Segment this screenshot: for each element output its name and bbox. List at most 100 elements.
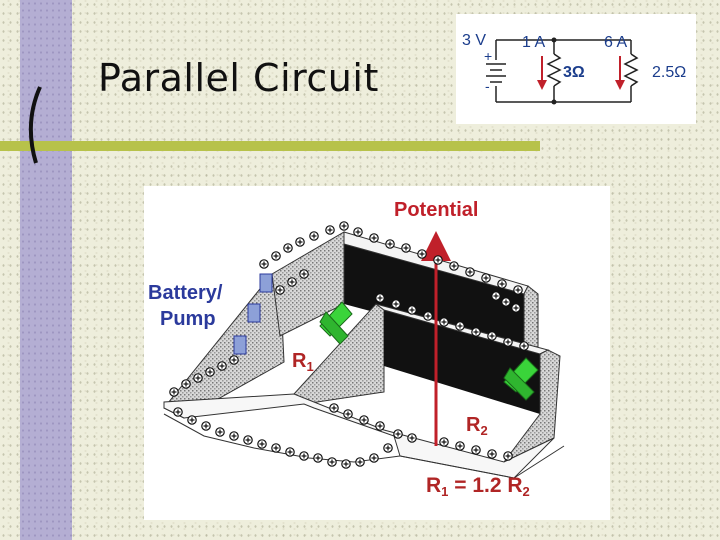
r2-letter: R <box>466 414 481 436</box>
r1-subscript: 1 <box>306 359 314 374</box>
charge-marker <box>417 249 427 259</box>
charge-marker <box>201 421 211 431</box>
charge-marker <box>229 355 239 365</box>
charge-marker <box>243 435 253 445</box>
charge-marker <box>433 255 443 265</box>
r2-propeller <box>503 357 539 401</box>
charge-marker <box>181 379 191 389</box>
r1-label: R1 <box>292 350 314 374</box>
charge-marker <box>271 443 281 453</box>
charge-marker <box>471 445 481 455</box>
eq-r1-letter: R <box>426 474 442 497</box>
potential-label: Potential <box>394 199 479 221</box>
r2-label: R2 <box>466 414 488 438</box>
charge-marker <box>369 453 379 463</box>
charge-marker <box>169 387 179 397</box>
charge-marker <box>491 291 501 301</box>
battery-cell <box>259 273 273 293</box>
charge-marker <box>285 447 295 457</box>
charge-marker <box>309 231 319 241</box>
charge-marker <box>257 439 267 449</box>
branch-1-current-label: 1 A <box>522 34 546 51</box>
charge-marker <box>275 285 285 295</box>
charge-marker <box>375 421 385 431</box>
charge-marker <box>503 451 513 461</box>
charge-marker <box>455 441 465 451</box>
charge-marker <box>385 239 395 249</box>
charge-marker <box>369 233 379 243</box>
r1-letter: R <box>292 350 307 372</box>
circuit-schematic: 3 V + - 1 A 3Ω 6 A 2.5Ω <box>456 14 696 124</box>
charge-marker <box>359 415 369 425</box>
charge-marker <box>295 237 305 247</box>
charge-marker <box>299 451 309 461</box>
charge-marker <box>487 449 497 459</box>
charge-marker <box>439 317 449 327</box>
source-voltage-label: 3 V <box>462 32 487 49</box>
parallel-circuit-illustration: Potential Battery/ Pump R1 R2 R1 = 1.2 R… <box>144 186 610 520</box>
charge-marker <box>407 433 417 443</box>
charge-marker <box>383 443 393 453</box>
charge-marker <box>481 273 491 283</box>
resistor-2-label: 2.5Ω <box>652 64 687 81</box>
charge-marker <box>329 403 339 413</box>
sidebar-decoration <box>20 0 72 540</box>
charge-marker <box>519 341 529 351</box>
eq-r2-subscript: 2 <box>522 484 530 499</box>
charge-marker <box>487 331 497 341</box>
circuit-3d-drawing <box>163 231 565 479</box>
charge-markers <box>169 221 529 469</box>
charge-marker <box>407 305 417 315</box>
charge-marker <box>299 269 309 279</box>
charge-marker <box>327 457 337 467</box>
resistor-1-label: 3Ω <box>563 64 585 81</box>
r2-subscript: 2 <box>480 423 488 438</box>
charge-marker <box>287 277 297 287</box>
r1-propeller <box>319 301 353 345</box>
charge-marker <box>339 221 349 231</box>
title-rule <box>0 141 540 151</box>
charge-marker <box>455 321 465 331</box>
charge-marker <box>511 303 521 313</box>
charge-marker <box>187 415 197 425</box>
charge-marker <box>391 299 401 309</box>
battery-cell <box>233 335 247 355</box>
charge-marker <box>173 407 183 417</box>
charge-marker <box>353 227 363 237</box>
charge-marker <box>313 453 323 463</box>
charge-marker <box>375 293 385 303</box>
charge-marker <box>423 311 433 321</box>
charge-marker <box>393 429 403 439</box>
minus-sign: - <box>485 78 490 94</box>
charge-marker <box>325 225 335 235</box>
charge-marker <box>401 243 411 253</box>
battery-pump-label: Battery/ Pump <box>148 280 222 332</box>
plus-sign: + <box>484 48 493 64</box>
bracket-ornament <box>28 86 42 164</box>
charge-marker <box>471 327 481 337</box>
charge-marker <box>465 267 475 277</box>
slide-title: Parallel Circuit <box>98 56 379 100</box>
charge-marker <box>271 251 281 261</box>
branch-2-current-label: 6 A <box>604 34 628 51</box>
charge-marker <box>217 361 227 371</box>
battery-label-line1: Battery/ <box>148 282 223 304</box>
charge-marker <box>449 261 459 271</box>
charge-marker <box>193 373 203 383</box>
eq-r1-subscript: 1 <box>441 484 449 499</box>
resistance-relation: R1 = 1.2 R2 <box>426 474 530 499</box>
eq-middle: = 1.2 R <box>448 474 523 497</box>
charge-marker <box>205 367 215 377</box>
charge-marker <box>341 459 351 469</box>
charge-marker <box>439 437 449 447</box>
charge-marker <box>215 427 225 437</box>
charge-marker <box>513 285 523 295</box>
charge-marker <box>497 279 507 289</box>
battery-cell <box>247 303 261 323</box>
charge-marker <box>501 297 511 307</box>
charge-marker <box>355 457 365 467</box>
charge-marker <box>343 409 353 419</box>
charge-marker <box>259 259 269 269</box>
charge-marker <box>229 431 239 441</box>
charge-marker <box>503 337 513 347</box>
